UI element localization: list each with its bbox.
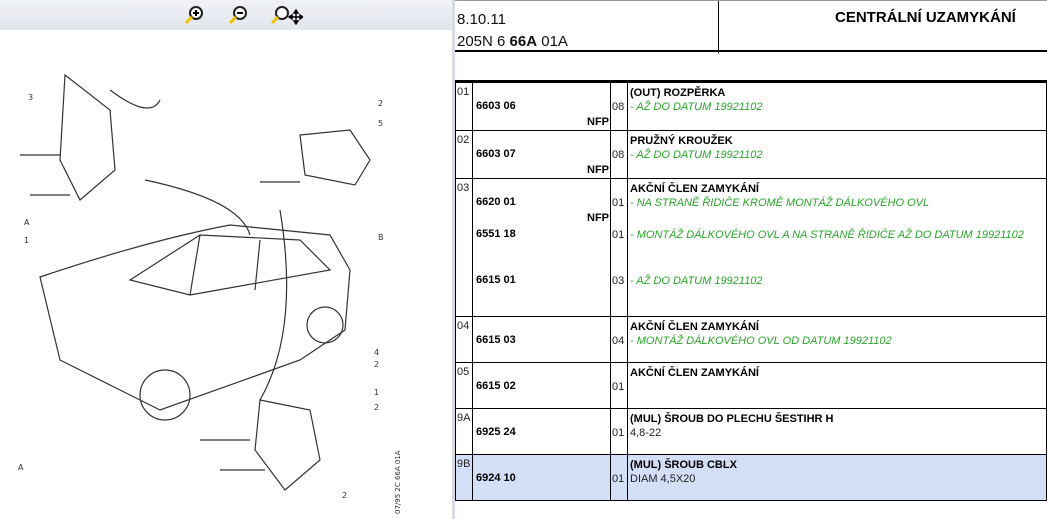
zoom-out-button[interactable] (225, 4, 251, 26)
item-number: 04 (457, 320, 470, 332)
item-number: 05 (457, 366, 470, 378)
quantity: 01 (612, 427, 625, 439)
callout-label: 5 (378, 119, 383, 128)
callout-label: 2 (342, 491, 347, 500)
callout-label: 1 (374, 388, 379, 397)
quantity: 01 (612, 229, 625, 241)
diagram-panel: 3 2 5 1 A B 4 2 1 2 A 2 07/95 2C 66A 01A (0, 0, 452, 519)
page-header: 8.10.11 205N 6 66A 01A CENTRÁLNÍ UZAMYKÁ… (455, 0, 1047, 53)
zoom-in-button[interactable] (181, 4, 207, 26)
part-note: - AŽ DO DATUM 19921102 (630, 101, 763, 113)
page-title: CENTRÁLNÍ UZAMYKÁNÍ (835, 9, 1016, 26)
part-note: - MONTÁŽ DÁLKOVÉHO OVL A NA STRANĚ ŘIDIČ… (630, 229, 1024, 241)
item-number: 9B (457, 458, 471, 470)
part-title: PRUŽNÝ KROUŽEK (630, 135, 733, 147)
callout-label: B (378, 233, 384, 242)
quantity: 01 (612, 473, 625, 485)
diagram-toolbar (0, 0, 452, 30)
callout-label: 3 (28, 93, 33, 102)
part-reference[interactable]: 6925 24 (476, 426, 516, 438)
part-note: - MONTÁŽ DÁLKOVÉHO OVL OD DATUM 19921102 (630, 335, 892, 347)
callout-label: 4 (374, 348, 379, 357)
part-title: (OUT) ROZPĚRKA (630, 87, 726, 99)
nfp-flag: NFP (587, 116, 609, 128)
parts-row[interactable]: 05 6615 02 01 AKČNÍ ČLEN ZAMYKÁNÍ (455, 362, 1047, 409)
part-note: - NA STRANĚ ŘIDIČE KROMĚ MONTÁŽ DÁLKOVÉH… (630, 197, 930, 209)
quantity: 08 (612, 149, 625, 161)
part-spec: 4,8-22 (630, 427, 662, 439)
nfp-flag: NFP (587, 164, 609, 176)
quantity: 08 (612, 101, 625, 113)
part-reference[interactable]: 6615 01 (476, 274, 516, 286)
item-number: 01 (457, 86, 470, 98)
callout-label: 2 (374, 403, 379, 412)
part-note: - AŽ DO DATUM 19921102 (630, 149, 763, 161)
zoom-pan-icon (270, 6, 303, 25)
quantity: 04 (612, 335, 625, 347)
nfp-flag: NFP (587, 212, 609, 224)
part-reference[interactable]: 6615 03 (476, 334, 516, 346)
part-reference[interactable]: 6615 02 (476, 380, 516, 392)
part-title: AKČNÍ ČLEN ZAMYKÁNÍ (630, 183, 759, 195)
part-reference[interactable]: 6603 07 (476, 148, 516, 160)
date: 8.10.11 (457, 11, 506, 28)
part-title: (MUL) ŠROUB DO PLECHU ŠESTIHR H (630, 413, 834, 425)
panel-splitter[interactable] (452, 0, 455, 519)
quantity: 01 (612, 197, 625, 209)
callout-label: A (18, 463, 24, 472)
part-title: AKČNÍ ČLEN ZAMYKÁNÍ (630, 367, 759, 379)
item-number: 03 (457, 182, 470, 194)
exploded-parts-diagram[interactable]: 3 2 5 1 A B 4 2 1 2 A 2 07/95 2C 66A 01A (0, 30, 452, 519)
part-spec: DIAM 4,5X20 (630, 473, 696, 485)
part-title: (MUL) ŠROUB CBLX (630, 459, 737, 471)
callout-label: 2 (378, 99, 383, 108)
parts-row[interactable]: 03 6620 01 NFP 6551 18 6615 01 01 01 03 AKČNÍ … (455, 178, 1047, 317)
quantity: 01 (612, 381, 625, 393)
part-reference[interactable]: 6603 06 (476, 100, 516, 112)
pan-zoom-button[interactable] (269, 4, 303, 26)
zoom-out-icon (228, 6, 247, 25)
model-code: 205N 6 66A 01A (457, 33, 568, 50)
part-reference[interactable]: 6924 10 (476, 472, 516, 484)
parts-row[interactable]: 9A 6925 24 01 (MUL) ŠROUB DO PLECHU ŠESTI… (455, 408, 1047, 455)
callout-label: A (24, 218, 30, 227)
parts-row[interactable]: 9B 6924 10 01 (MUL) ŠROUB CBLX DIAM 4,5X20 (455, 454, 1047, 501)
drawing-stamp: 07/95 2C 66A 01A (394, 450, 402, 514)
item-number: 9A (457, 412, 471, 424)
part-reference[interactable]: 6620 01 (476, 196, 516, 208)
callout-label: 2 (374, 360, 379, 369)
callout-label: 1 (24, 236, 29, 245)
quantity: 03 (612, 275, 625, 287)
zoom-in-icon (184, 6, 203, 25)
part-note: - AŽ DO DATUM 19921102 (630, 275, 763, 287)
part-title: AKČNÍ ČLEN ZAMYKÁNÍ (630, 321, 759, 333)
parts-list-panel: 8.10.11 205N 6 66A 01A CENTRÁLNÍ UZAMYKÁ… (455, 0, 1047, 519)
item-number: 02 (457, 134, 470, 146)
parts-row[interactable]: 04 6615 03 04 AKČNÍ ČLEN ZAMYKÁNÍ - MONTÁŽ… (455, 316, 1047, 363)
part-reference[interactable]: 6551 18 (476, 228, 516, 240)
